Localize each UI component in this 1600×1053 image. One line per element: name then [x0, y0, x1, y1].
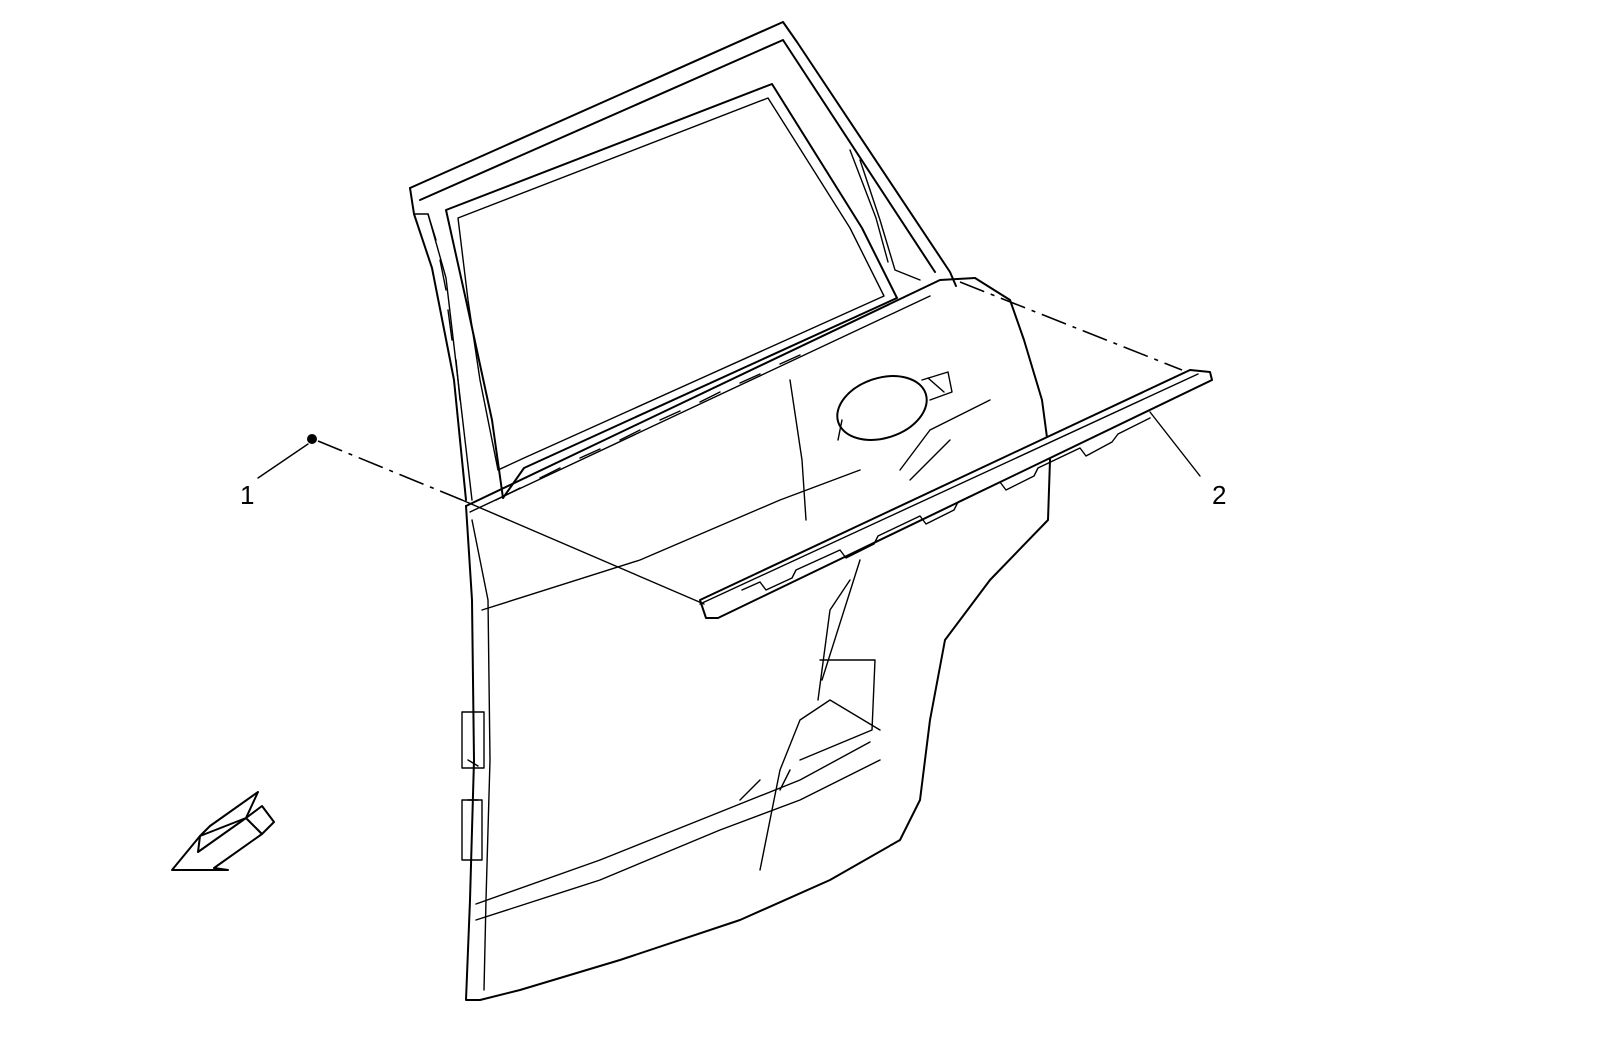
rear-door: [409, 21, 1051, 1001]
fastener-icon: [307, 434, 317, 444]
exploded-view-lines: [317, 281, 1183, 605]
leader-lines: [257, 411, 1201, 479]
callout-2-label: 2: [1212, 480, 1227, 510]
callout-1-label: 1: [240, 480, 255, 510]
forward-arrow-icon: [171, 791, 275, 871]
door-molding: [699, 369, 1213, 619]
